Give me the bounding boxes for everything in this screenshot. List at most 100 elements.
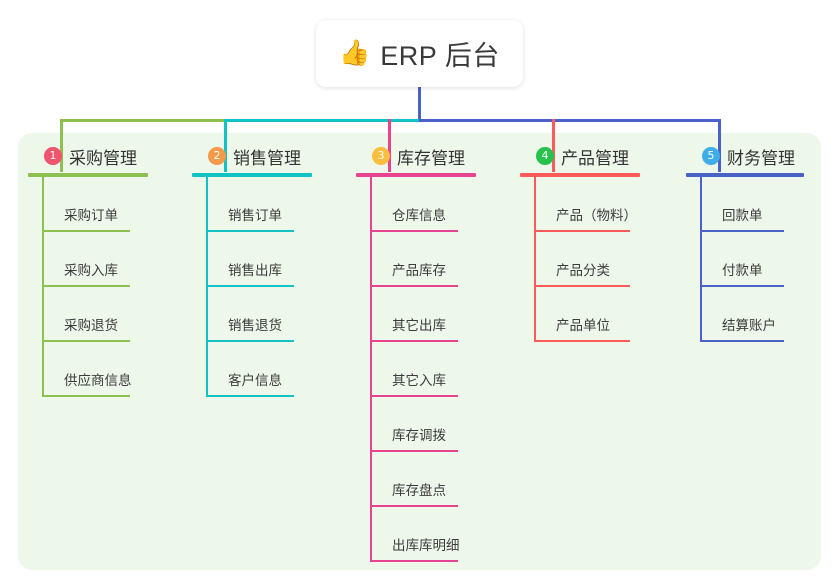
leaf-underline xyxy=(42,340,130,342)
leaf-node[interactable]: 出库库明细 xyxy=(370,507,521,562)
leaf-node[interactable]: 销售订单 xyxy=(206,177,357,232)
branch-children: 销售订单销售出库销售退货客户信息 xyxy=(192,177,357,397)
leaf-node[interactable]: 供应商信息 xyxy=(42,342,193,397)
leaf-underline xyxy=(534,285,630,287)
leaf-node[interactable]: 销售出库 xyxy=(206,232,357,287)
branch-badge: 2 xyxy=(208,147,226,165)
leaf-label: 其它入库 xyxy=(392,373,446,388)
branch-underline xyxy=(356,173,476,177)
bus-segment-blue xyxy=(419,119,721,122)
branch-spine xyxy=(206,177,208,397)
branch-label: 产品管理 xyxy=(561,148,629,168)
branch-children: 仓库信息产品库存其它出库其它入库库存调拨库存盘点出库库明细 xyxy=(356,177,521,562)
leaf-underline xyxy=(370,560,458,562)
branch-spine xyxy=(42,177,44,397)
leaf-label: 其它出库 xyxy=(392,318,446,333)
branch-column-3: 3 库存管理仓库信息产品库存其它出库其它入库库存调拨库存盘点出库库明细 xyxy=(356,143,521,562)
leaf-underline xyxy=(370,285,458,287)
leaf-label: 采购退货 xyxy=(64,318,118,333)
leaf-label: 付款单 xyxy=(722,263,763,278)
leaf-underline xyxy=(206,230,294,232)
leaf-underline xyxy=(42,395,130,397)
leaf-label: 客户信息 xyxy=(228,373,282,388)
branch-spine xyxy=(534,177,536,342)
leaf-label: 产品（物料） xyxy=(556,208,637,223)
leaf-node[interactable]: 仓库信息 xyxy=(370,177,521,232)
leaf-label: 产品分类 xyxy=(556,263,610,278)
leaf-node[interactable]: 回款单 xyxy=(700,177,839,232)
leaf-underline xyxy=(534,230,630,232)
branch-spine xyxy=(370,177,372,562)
leaf-node[interactable]: 采购退货 xyxy=(42,287,193,342)
leaf-underline xyxy=(370,230,458,232)
leaf-label: 库存调拨 xyxy=(392,428,446,443)
leaf-underline xyxy=(700,285,784,287)
branch-underline xyxy=(192,173,312,177)
branch-header-3[interactable]: 3 库存管理 xyxy=(356,143,521,169)
leaf-node[interactable]: 销售退货 xyxy=(206,287,357,342)
branch-label: 销售管理 xyxy=(233,148,301,168)
branch-badge: 1 xyxy=(44,147,62,165)
branch-badge: 4 xyxy=(536,147,554,165)
leaf-label: 销售订单 xyxy=(228,208,282,223)
leaf-underline xyxy=(206,395,294,397)
root-node[interactable]: 👍 ERP 后台 xyxy=(316,20,523,87)
leaf-node[interactable]: 结算账户 xyxy=(700,287,839,342)
branch-label: 财务管理 xyxy=(727,148,795,168)
branch-children: 产品（物料） 产品分类产品单位 xyxy=(520,177,685,342)
leaf-node[interactable]: 产品单位 xyxy=(534,287,685,342)
branch-label: 库存管理 xyxy=(397,148,465,168)
leaf-node[interactable]: 库存调拨 xyxy=(370,397,521,452)
leaf-node[interactable]: 其它入库 xyxy=(370,342,521,397)
leaf-node[interactable]: 付款单 xyxy=(700,232,839,287)
leaf-underline xyxy=(700,340,784,342)
branch-underline xyxy=(520,173,640,177)
branch-children: 采购订单采购入库采购退货供应商信息 xyxy=(28,177,193,397)
branch-drop-1 xyxy=(60,119,63,172)
leaf-node[interactable]: 库存盘点 xyxy=(370,452,521,507)
leaf-node[interactable]: 采购入库 xyxy=(42,232,193,287)
leaf-label: 回款单 xyxy=(722,208,763,223)
branch-header-1[interactable]: 1 采购管理 xyxy=(28,143,193,169)
branch-drop-2 xyxy=(224,119,227,172)
leaf-label: 库存盘点 xyxy=(392,483,446,498)
leaf-node[interactable]: 其它出库 xyxy=(370,287,521,342)
branch-children: 回款单付款单结算账户 xyxy=(686,177,839,342)
branch-column-1: 1 采购管理采购订单采购入库采购退货供应商信息 xyxy=(28,143,193,397)
branch-drop-5 xyxy=(718,119,721,172)
branch-drop-4 xyxy=(552,119,555,172)
branch-underline xyxy=(686,173,804,177)
leaf-label: 销售出库 xyxy=(228,263,282,278)
branch-badge: 3 xyxy=(372,147,390,165)
branch-spine xyxy=(700,177,702,342)
leaf-label: 采购订单 xyxy=(64,208,118,223)
leaf-underline xyxy=(370,340,458,342)
branch-badge: 5 xyxy=(702,147,720,165)
leaf-label: 产品单位 xyxy=(556,318,610,333)
leaf-label: 仓库信息 xyxy=(392,208,446,223)
leaf-underline xyxy=(206,340,294,342)
leaf-underline xyxy=(700,230,784,232)
leaf-node[interactable]: 产品分类 xyxy=(534,232,685,287)
diagram-panel-background xyxy=(18,133,821,570)
branch-header-5[interactable]: 5 财务管理 xyxy=(686,143,839,169)
branch-drop-3 xyxy=(388,119,391,172)
branch-label: 采购管理 xyxy=(69,148,137,168)
leaf-underline xyxy=(206,285,294,287)
bus-segment-teal xyxy=(224,119,419,122)
leaf-label: 供应商信息 xyxy=(64,373,132,388)
leaf-node[interactable]: 采购订单 xyxy=(42,177,193,232)
leaf-underline xyxy=(42,230,130,232)
branch-column-2: 2 销售管理销售订单销售出库销售退货客户信息 xyxy=(192,143,357,397)
leaf-node[interactable]: 产品库存 xyxy=(370,232,521,287)
leaf-node[interactable]: 客户信息 xyxy=(206,342,357,397)
branch-header-4[interactable]: 4 产品管理 xyxy=(520,143,685,169)
leaf-node[interactable]: 产品（物料） xyxy=(534,177,685,232)
leaf-label: 产品库存 xyxy=(392,263,446,278)
branch-column-4: 4 产品管理产品（物料） 产品分类产品单位 xyxy=(520,143,685,342)
leaf-label: 结算账户 xyxy=(722,318,776,333)
branch-underline xyxy=(28,173,148,177)
branch-header-2[interactable]: 2 销售管理 xyxy=(192,143,357,169)
leaf-label: 出库库明细 xyxy=(392,538,460,553)
